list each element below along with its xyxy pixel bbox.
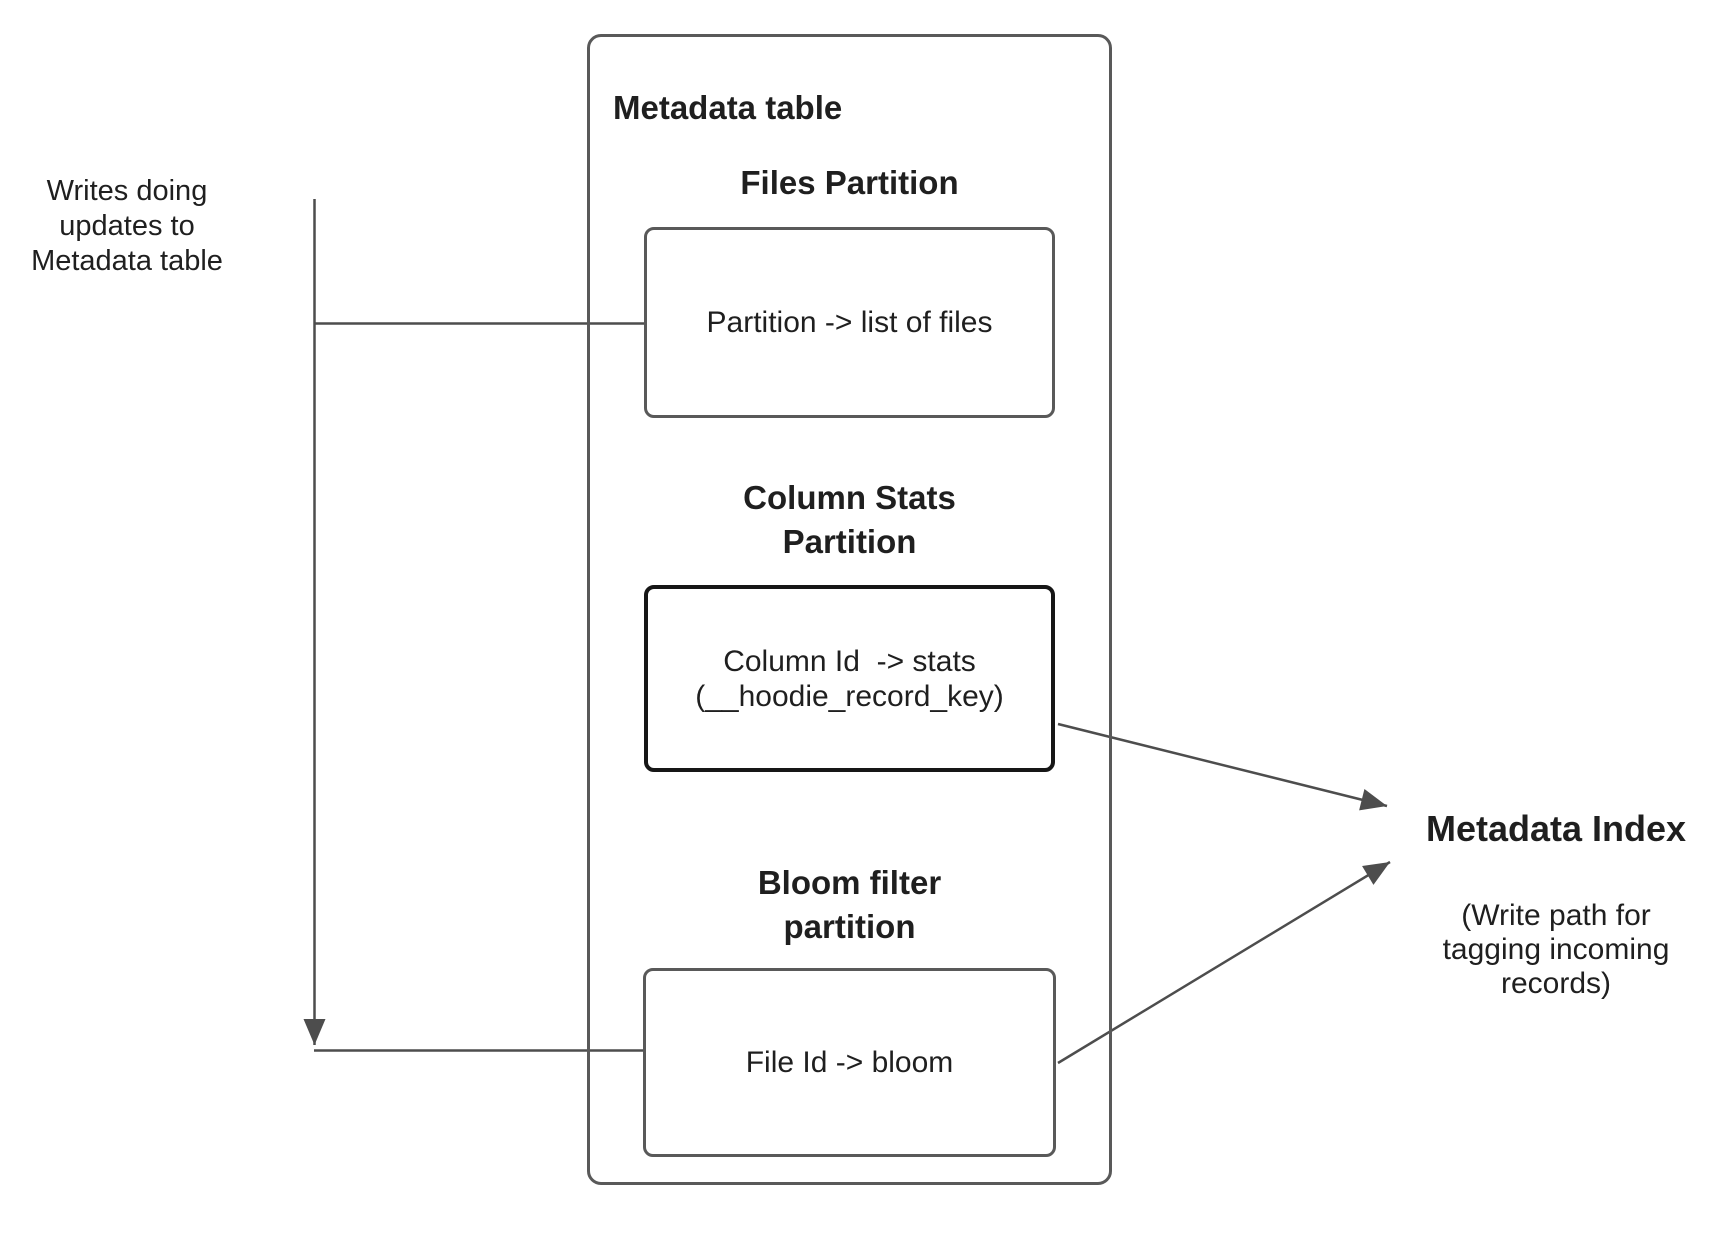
metadata-index-subtitle: (Write path for tagging incoming records… <box>1442 899 1670 1000</box>
metadata-table-title: Metadata table <box>613 89 843 126</box>
bloom-filter-partition-box: File Id -> bloom <box>643 968 1056 1157</box>
writes-annotation: Writes doing updates to Metadata table <box>31 175 223 277</box>
column-stats-partition-heading: Column Stats Partition <box>743 479 956 560</box>
column-stats-partition-box: Column Id -> stats (__hoodie_record_key) <box>644 585 1055 772</box>
files-partition-label: Partition -> list of files <box>706 306 993 339</box>
bloom-filter-partition-heading: Bloom filter partition <box>757 864 942 945</box>
column-stats-partition-label: Column Id -> stats (__hoodie_record_key) <box>695 644 1004 713</box>
bloom-filter-partition-label: File Id -> bloom <box>745 1046 954 1079</box>
files-partition-box: Partition -> list of files <box>644 227 1055 418</box>
files-partition-heading: Files Partition <box>740 164 959 201</box>
metadata-table-container <box>587 34 1112 1185</box>
metadata-index-title: Metadata Index <box>1425 808 1687 849</box>
